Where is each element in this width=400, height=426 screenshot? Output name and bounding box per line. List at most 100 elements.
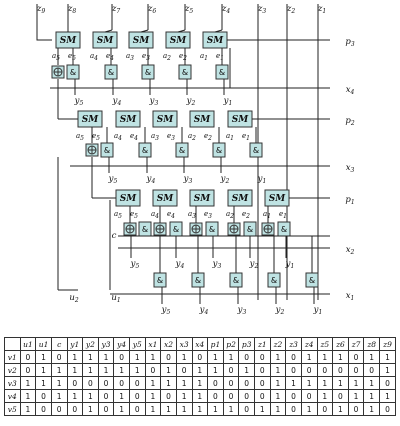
a-label-r1: a4: [90, 52, 98, 62]
a-label-r3: a5: [114, 210, 122, 220]
table-cell: 1: [35, 376, 52, 390]
and-gate-r4-4: &: [191, 272, 205, 288]
table-cell: 0: [332, 363, 349, 377]
and-gate-r2-2: &: [212, 142, 226, 158]
and-gate-r4-5: &: [153, 272, 167, 288]
z-into-sm: [140, 29, 149, 33]
and-gate-r4-3: &: [229, 272, 243, 288]
y-label-r4: y3: [237, 305, 247, 316]
sm-label: SM: [207, 36, 224, 46]
and-label: &: [182, 68, 188, 77]
y-label-r1: y1: [223, 96, 233, 107]
x1-label: x1: [346, 291, 355, 302]
a-label-r2: a1: [226, 132, 234, 142]
table-cell: 1: [19, 402, 37, 416]
y-label-r3: y4: [175, 259, 185, 270]
table-cell: 1: [191, 389, 209, 403]
table-col-header: [4, 337, 21, 351]
and-label: &: [219, 68, 225, 77]
table-col-header: u1: [19, 337, 37, 351]
y-label-r2: y4: [146, 174, 156, 185]
table-cell: 0: [254, 350, 271, 364]
and-gate-r2-3: &: [175, 142, 189, 158]
table-col-header: y3: [97, 337, 115, 351]
sm-label: SM: [269, 194, 286, 204]
table-cell: 0: [19, 363, 37, 377]
and-label: &: [253, 146, 259, 155]
e-label-r3: e3: [204, 210, 212, 220]
table-cell: 0: [35, 402, 52, 416]
table-cell: 1: [347, 376, 365, 390]
table-cell: 1: [363, 402, 380, 416]
z-label-z1: z1: [317, 4, 326, 15]
table-cell: 1: [175, 376, 193, 390]
a-label-r2: a2: [188, 132, 196, 142]
and-label: &: [142, 225, 148, 234]
table-col-header: y2: [82, 337, 99, 351]
table-cell: 1: [191, 363, 209, 377]
x4-label: x4: [346, 85, 355, 96]
table-cell: 1: [175, 402, 193, 416]
sm-row3-5: SM: [115, 189, 141, 207]
sm-box: [152, 110, 178, 128]
table-cell: 1: [160, 376, 177, 390]
a-label-r1: a3: [126, 52, 134, 62]
y-label-r1: y2: [186, 96, 196, 107]
table-cell: 0: [222, 363, 240, 377]
table-cell: 0: [254, 376, 271, 390]
c-label: c: [112, 231, 117, 241]
table-cell: 0: [50, 350, 68, 364]
table-cell: 0: [300, 389, 318, 403]
sm-box: [152, 189, 178, 207]
and-gate-r2-5: &: [100, 142, 114, 158]
table-cell: 0: [285, 363, 302, 377]
table-cell: 1: [175, 350, 193, 364]
table-cell: 1: [254, 402, 271, 416]
table-cell: 1: [144, 376, 162, 390]
sm-label: SM: [194, 194, 211, 204]
table-cell: 1: [144, 402, 162, 416]
table-cell: 1: [35, 350, 52, 364]
table-cell: 1: [82, 402, 99, 416]
xor-gate-r3-2: [227, 222, 241, 236]
table-cell: 1: [113, 389, 130, 403]
and-label: &: [108, 68, 114, 77]
z9-to-sm: [36, 30, 52, 41]
y-label-r2: y5: [108, 174, 118, 185]
z-label-z2: z2: [286, 4, 295, 15]
table-cell: 0: [379, 402, 396, 416]
table-cell: 0: [332, 389, 349, 403]
table-cell: 0: [97, 389, 115, 403]
table-cell: 1: [66, 389, 84, 403]
z-into-sm: [177, 29, 186, 33]
sm-row1-3: SM: [128, 31, 154, 49]
table-cell: 0: [238, 350, 255, 364]
sm-label: SM: [120, 194, 137, 204]
and-gate-r1-4: &: [104, 64, 118, 80]
table-cell: 0: [347, 363, 365, 377]
table-cell: 0: [50, 402, 68, 416]
table-cell: 1: [300, 402, 318, 416]
sm-box: [189, 110, 215, 128]
sm-row2-2: SM: [189, 110, 215, 128]
e-label-r3: e5: [130, 210, 138, 220]
xor-gate-r3-4: [153, 222, 167, 236]
table-cell: 0: [82, 376, 99, 390]
sm-row1-1: SM: [202, 31, 228, 49]
z-into-sm: [104, 29, 113, 33]
table-col-header: x4: [191, 337, 209, 351]
table-col-header: z9: [379, 337, 396, 351]
xor-gate-r3-1: [261, 222, 275, 236]
sm-row2-5: SM: [77, 110, 103, 128]
and-label: &: [209, 225, 215, 234]
table-cell: 1: [332, 350, 349, 364]
z-label-z3: z3: [257, 4, 266, 15]
and-gate-r1-5: &: [66, 64, 80, 80]
table-cell: 0: [285, 389, 302, 403]
e-label-r2: e2: [204, 132, 212, 142]
y-label-r1: y3: [149, 96, 159, 107]
sm-row3-2: SM: [227, 189, 253, 207]
table-col-header: x2: [160, 337, 177, 351]
